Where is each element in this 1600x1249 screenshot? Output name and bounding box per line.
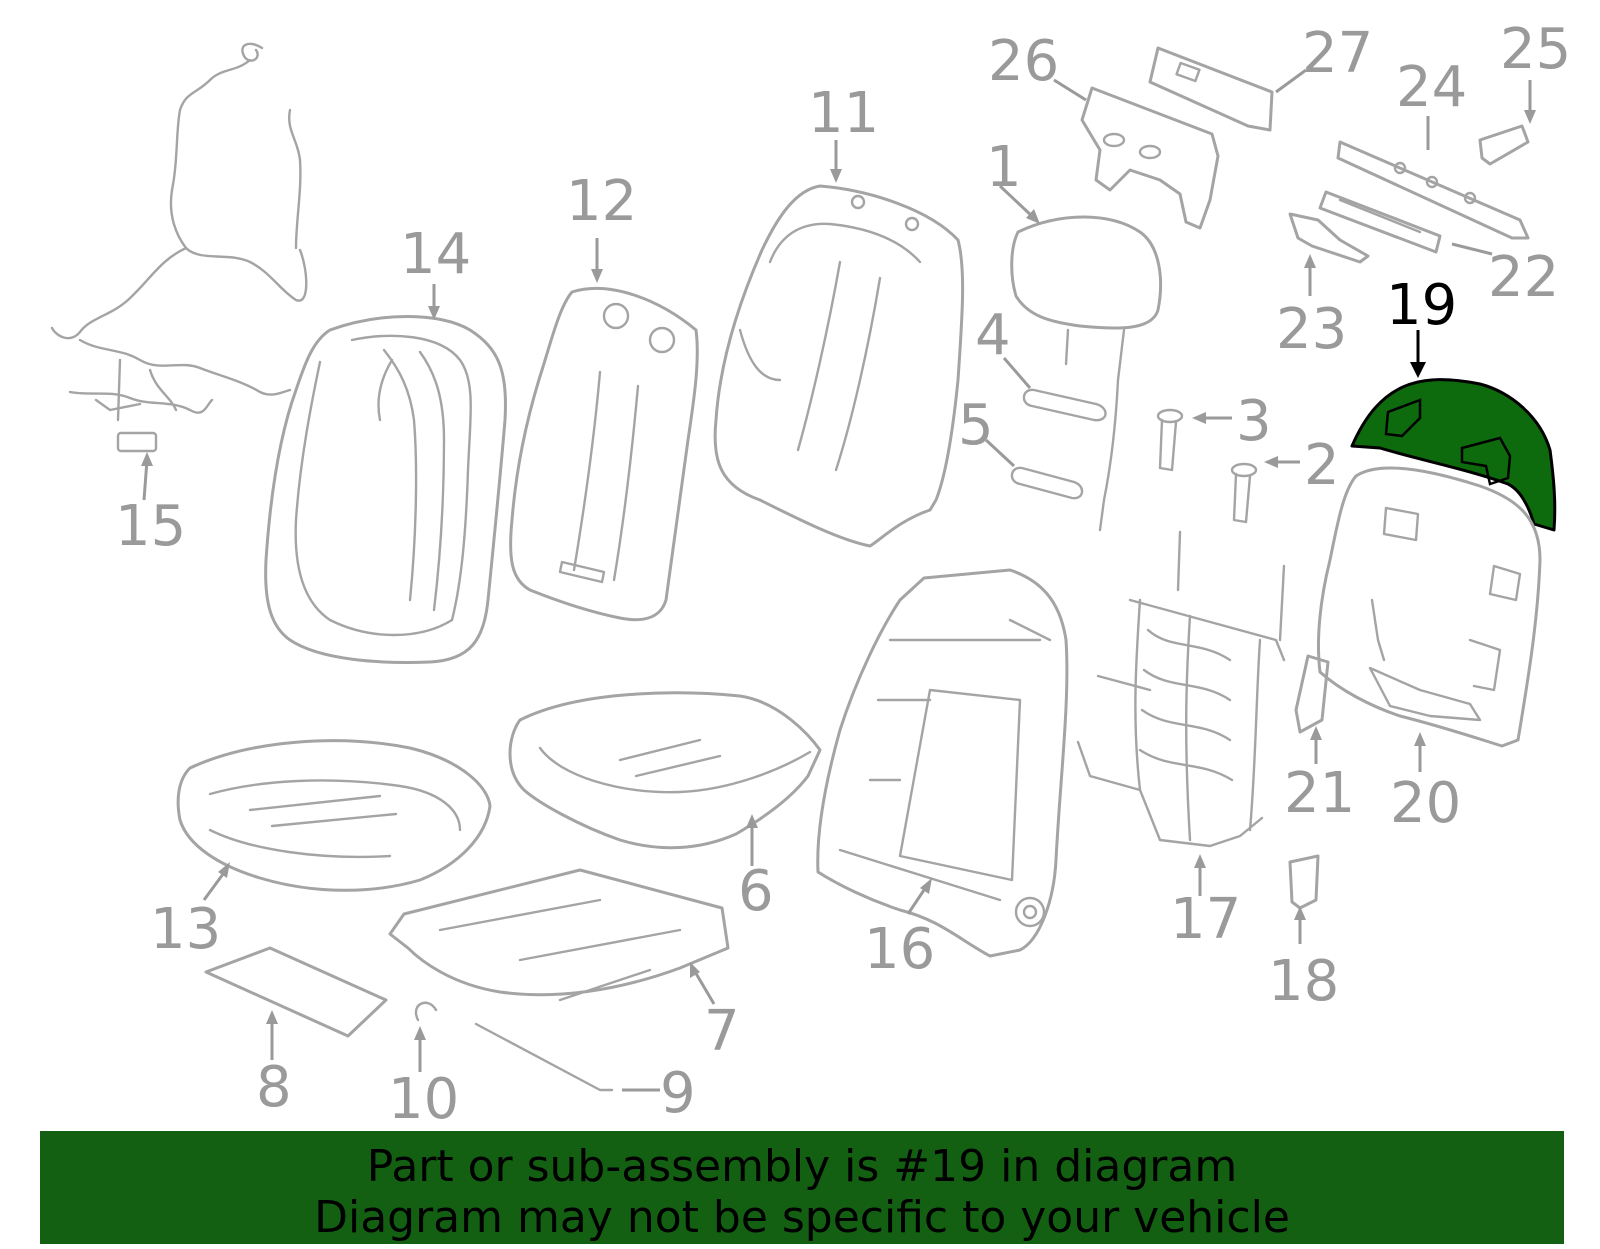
part-info-banner: Part or sub-assembly is #19 in diagram D…: [40, 1131, 1564, 1244]
part-6-cushion-pad: [508, 691, 822, 850]
part-1-headrest: [1010, 215, 1163, 532]
part-26-bracket: [1080, 86, 1220, 230]
callout-15: 15: [115, 494, 186, 559]
leader-5: [984, 438, 1016, 468]
callout-11: 11: [808, 81, 879, 146]
arrowhead-16: [920, 878, 932, 894]
callout-21: 21: [1284, 761, 1355, 826]
callout-5: 5: [958, 393, 994, 458]
part-4-guide: [1022, 388, 1107, 422]
part-10-clip: [414, 1001, 438, 1022]
part-13-cushion-cover: [176, 739, 492, 892]
part-25-clip: [1478, 124, 1530, 166]
leader-7: [692, 969, 716, 1005]
callout-1: 1: [986, 135, 1022, 200]
callout-9: 9: [660, 1061, 696, 1126]
arrowhead-15: [141, 452, 153, 466]
callout-6: 6: [738, 859, 774, 924]
part-5-guide: [1010, 466, 1084, 500]
callout-17: 17: [1170, 887, 1241, 952]
leader-13: [202, 869, 228, 901]
arrowhead-17: [1194, 854, 1206, 868]
part-9-rod: [474, 1022, 614, 1092]
arrowhead-11: [830, 169, 842, 183]
part-2-guide-sleeve: [1230, 462, 1258, 524]
part-21-bracket: [1294, 654, 1330, 734]
part-20-back-panel: [1316, 466, 1542, 748]
banner-line-1: Part or sub-assembly is #19 in diagram: [366, 1141, 1238, 1192]
part-27-bracket: [1148, 46, 1274, 132]
arrowhead-19: [1410, 362, 1426, 378]
leader-22: [1451, 242, 1493, 256]
arrowhead-2: [1264, 456, 1278, 468]
callout-4: 4: [975, 303, 1011, 368]
callout-10: 10: [388, 1067, 459, 1132]
part-19-highlighted: [1350, 378, 1557, 532]
callout-16: 16: [864, 917, 935, 982]
leader-4: [1002, 357, 1032, 389]
part-23-bracket: [1288, 212, 1370, 264]
arrowhead-12: [591, 269, 603, 283]
arrowhead-6: [746, 814, 758, 828]
part-14-seatback-cover: [264, 315, 507, 664]
part-11-seatback-back-cover: [713, 184, 965, 548]
arrowhead-20: [1414, 732, 1426, 746]
callout-26: 26: [988, 29, 1059, 94]
part-18-clip: [1288, 854, 1320, 910]
callout-19: 19: [1386, 273, 1457, 338]
callout-7: 7: [704, 999, 740, 1064]
arrowhead-25: [1524, 110, 1536, 124]
callout-3: 3: [1236, 389, 1272, 454]
part-12-seatback-pad: [509, 287, 699, 622]
callout-12: 12: [566, 169, 637, 234]
leader-26: [1053, 78, 1087, 102]
callout-13: 13: [150, 897, 221, 962]
arrowhead-21: [1310, 726, 1322, 740]
arrowhead-23: [1304, 254, 1316, 268]
callout-2: 2: [1304, 433, 1340, 498]
arrowhead-8: [266, 1010, 278, 1024]
callout-20: 20: [1390, 771, 1461, 836]
part-3-guide-sleeve: [1156, 408, 1184, 472]
banner-line-2: Diagram may not be specific to your vehi…: [314, 1192, 1290, 1243]
arrowhead-10: [414, 1026, 426, 1040]
part-22-bezel: [1318, 190, 1442, 254]
arrowhead-14: [428, 306, 440, 320]
callout-14: 14: [400, 222, 471, 287]
part-15-wiring-harness: [50, 42, 308, 453]
leader-27: [1275, 68, 1307, 94]
part-17-suspension-mat: [1076, 530, 1286, 848]
callout-24: 24: [1396, 55, 1467, 120]
arrowhead-3: [1192, 412, 1206, 424]
arrowhead-13: [218, 862, 230, 878]
arrowhead-1: [1026, 209, 1040, 224]
callout-18: 18: [1268, 949, 1339, 1014]
part-24-trim-strip: [1336, 140, 1530, 240]
leader-1: [998, 184, 1036, 220]
callout-8: 8: [256, 1055, 292, 1120]
callout-27: 27: [1302, 21, 1373, 86]
callout-23: 23: [1276, 297, 1347, 362]
callout-25: 25: [1500, 17, 1571, 82]
arrowhead-7: [690, 962, 700, 978]
part-7-cushion-pan: [388, 868, 730, 1002]
arrowhead-18: [1294, 906, 1306, 920]
part-16-seatback-frame: [816, 568, 1069, 958]
part-8-pad: [204, 946, 388, 1038]
leader-15: [142, 459, 149, 501]
callout-22: 22: [1488, 245, 1559, 310]
